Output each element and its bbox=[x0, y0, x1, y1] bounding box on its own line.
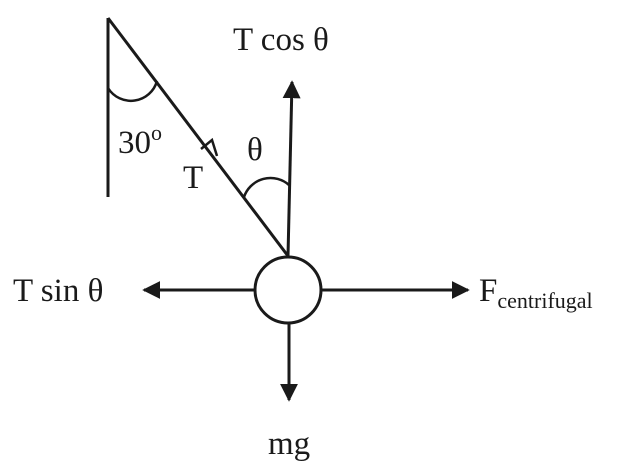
angle-30-arc bbox=[106, 80, 159, 103]
horizontal-component-label: T sin θ bbox=[13, 273, 104, 309]
angle-30-value: 30 bbox=[118, 125, 151, 161]
centrifugal-force-label: Fcentrifugal bbox=[479, 275, 593, 312]
angle-theta-arc bbox=[242, 176, 290, 198]
tension-label: T bbox=[183, 160, 204, 196]
weight-label: mg bbox=[268, 426, 311, 462]
theta-label: θ bbox=[247, 132, 263, 168]
string-line bbox=[106, 17, 290, 257]
vertical-component-label: T cos θ bbox=[233, 22, 329, 58]
bob-circle bbox=[253, 255, 323, 325]
centrifugal-force-subscript: centrifugal bbox=[497, 288, 593, 313]
vertical-component-arrow bbox=[282, 80, 301, 257]
tension-arrow-marker bbox=[200, 137, 219, 157]
centrifugal-force-symbol: F bbox=[479, 273, 498, 309]
degree-symbol: o bbox=[151, 120, 162, 145]
angle-30-label: 30o bbox=[118, 122, 162, 160]
